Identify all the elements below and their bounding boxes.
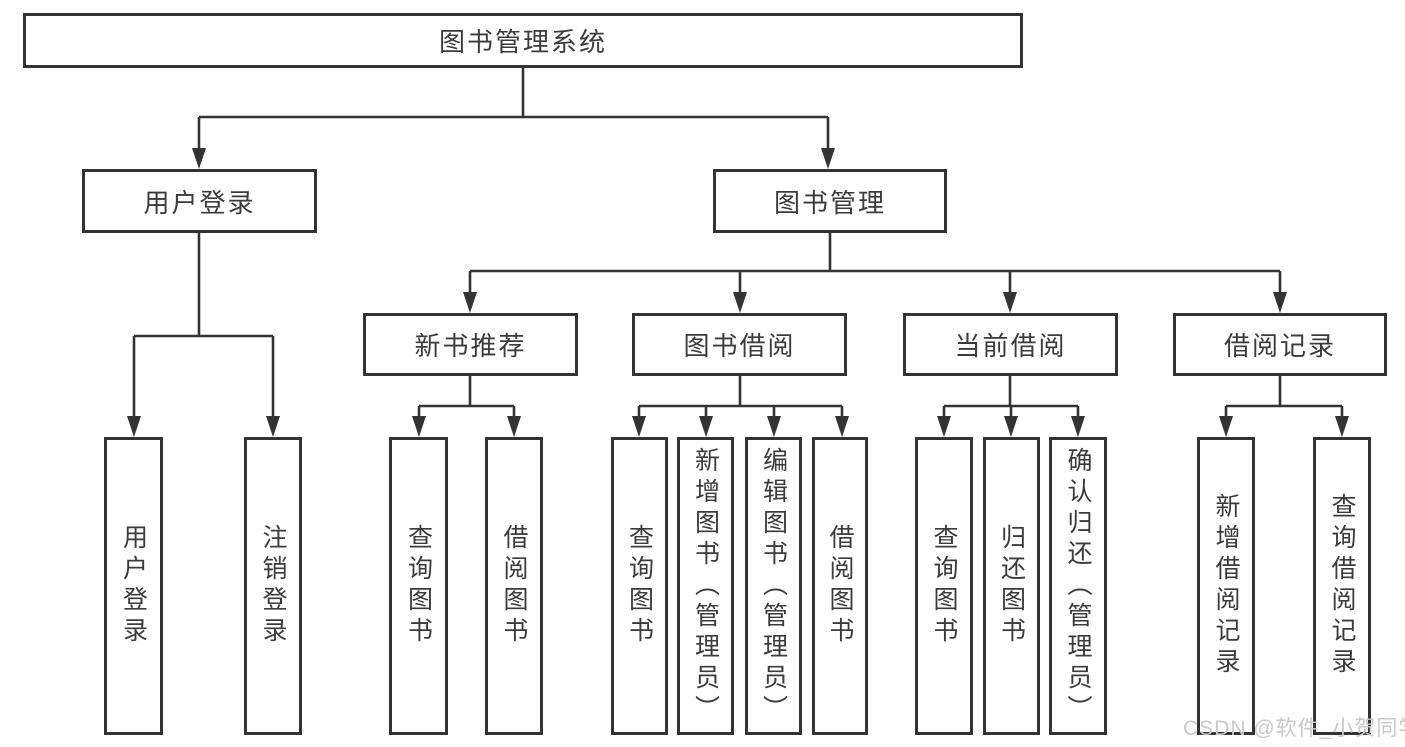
connector-branch [639, 376, 842, 408]
arrowhead-down-icon [767, 416, 781, 437]
arrowhead-down-icon [412, 416, 426, 437]
arrowhead-down-icon [1335, 416, 1349, 437]
leaf-current-query-books: 查询图书 [915, 437, 973, 735]
node-current-borrowing: 当前借阅 [903, 313, 1118, 376]
arrowhead-down-icon [1004, 416, 1018, 437]
connector-branch [944, 376, 1078, 408]
leaf-current-return-books: 归还图书 [983, 437, 1040, 735]
node-new-book-recommend: 新书推荐 [363, 313, 578, 376]
arrowhead-down-icon [821, 148, 835, 169]
arrowhead-down-icon [835, 416, 849, 437]
leaf-newbook-borrow-books: 借阅图书 [485, 437, 543, 735]
leaf-user-login: 用户登录 [104, 437, 163, 735]
connector-branch [419, 376, 514, 408]
connector-branch [134, 233, 273, 338]
arrowhead-down-icon [1071, 416, 1085, 437]
arrowhead-down-icon [1273, 292, 1287, 313]
arrowhead-down-icon [1003, 292, 1017, 313]
node-user-login-group: 用户登录 [82, 169, 317, 233]
node-borrowing-records: 借阅记录 [1173, 313, 1387, 376]
leaf-borrowing-borrow-books: 借阅图书 [812, 437, 868, 735]
connector-branch [199, 68, 828, 119]
arrowhead-down-icon [1219, 416, 1233, 437]
arrowhead-down-icon [507, 416, 521, 437]
leaf-logout: 注销登录 [244, 437, 302, 735]
arrowhead-down-icon [937, 416, 951, 437]
leaf-borrowing-add-books-admin: 新增图书（管理员） [677, 437, 734, 735]
connector-branch [1226, 376, 1342, 408]
arrowhead-down-icon [699, 416, 713, 437]
arrowhead-down-icon [733, 292, 747, 313]
leaf-borrowing-edit-books-admin: 编辑图书（管理员） [745, 437, 802, 735]
leaf-records-query-record: 查询借阅记录 [1313, 437, 1371, 735]
arrowhead-down-icon [632, 416, 646, 437]
csdn-watermark: CSDN @软件_小贺同学 [1183, 717, 1405, 740]
leaf-newbook-query-books: 查询图书 [389, 437, 448, 735]
node-book-borrowing: 图书借阅 [632, 313, 847, 376]
connector-branch [470, 233, 1280, 273]
arrowhead-down-icon [192, 148, 206, 169]
arrowhead-down-icon [266, 416, 280, 437]
node-root-system: 图书管理系统 [23, 13, 1023, 68]
leaf-records-add-record: 新增借阅记录 [1197, 437, 1255, 735]
node-book-management: 图书管理 [713, 169, 947, 233]
arrowhead-down-icon [463, 292, 477, 313]
arrowhead-down-icon [127, 416, 141, 437]
leaf-current-confirm-return-admin: 确认归还（管理员） [1049, 437, 1107, 735]
leaf-borrowing-query-books: 查询图书 [611, 437, 668, 735]
